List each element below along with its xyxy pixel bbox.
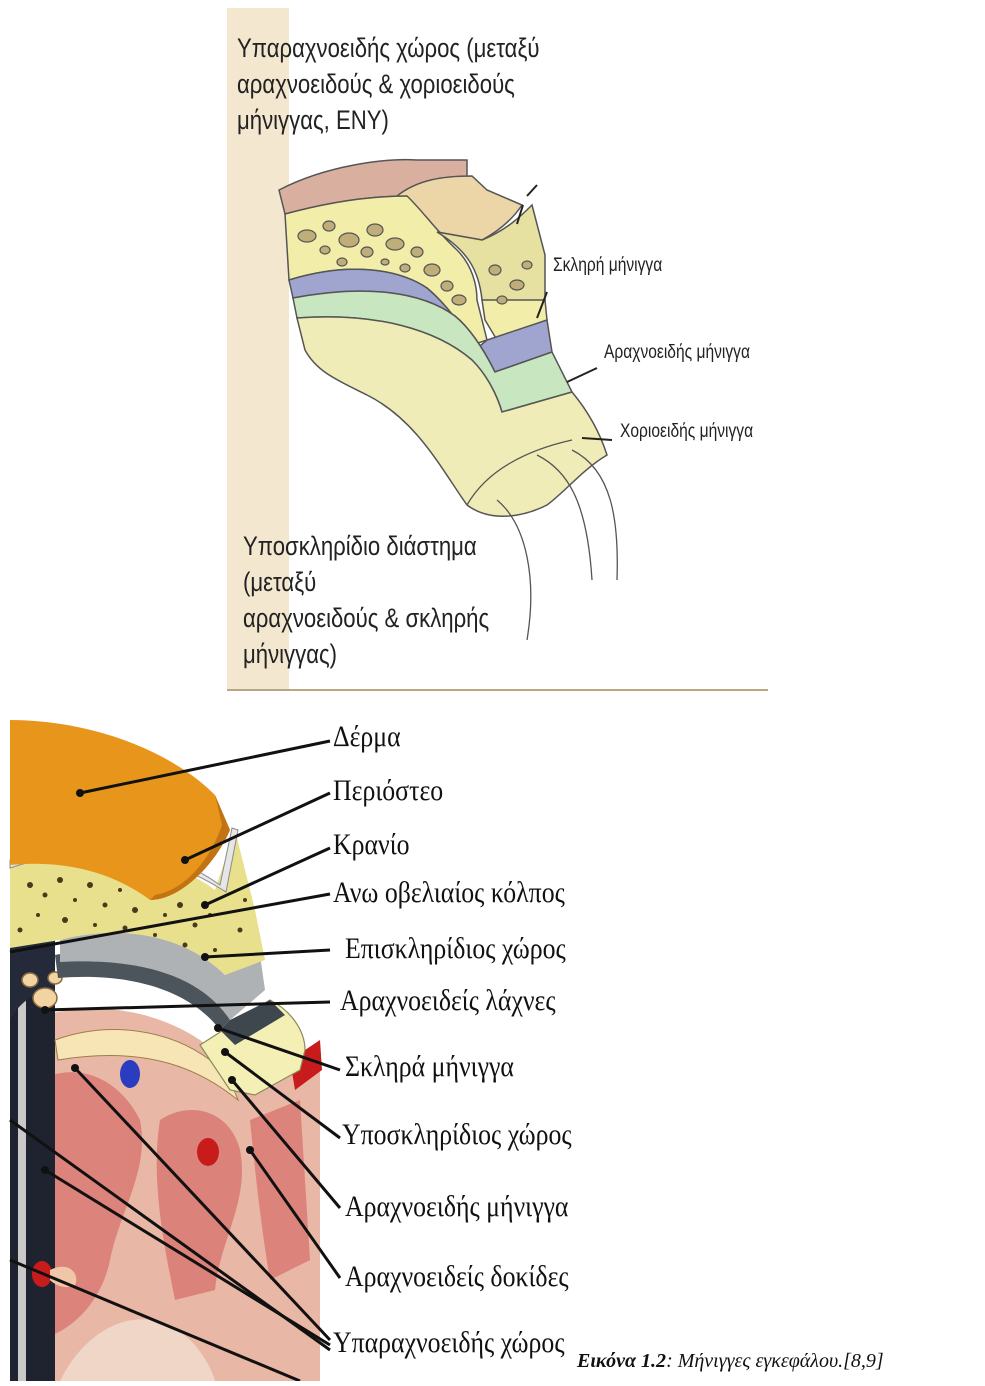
figure-caption: Εικόνα 1.2: Μήνιγγες εγκεφάλου.[8,9]: [577, 1350, 884, 1373]
label-skull: Κρανίο: [333, 828, 410, 862]
label-arachnoid-trabeculae: Αραχνοειδείς δοκίδες: [345, 1260, 569, 1294]
arachnoid-mater-label: Αραχνοειδής μήνιγγα: [604, 342, 750, 364]
dura-mater-label: Σκληρή μήνιγγα: [553, 255, 662, 277]
label-arachnoid-mater: Αραχνοειδής μήνιγγα: [345, 1190, 568, 1224]
label-arachnoid-villi: Αραχνοειδείς λάχνες: [340, 984, 556, 1018]
meninges-diagram-bottom: Δέρμα Περιόστεο Κρανίο Ανω οβελιαίος κόλ…: [0, 700, 985, 1381]
label-epidural-space: Επισκληρίδιος χώρος: [345, 932, 566, 966]
subarachnoid-space-label: Υπαραχνοειδής χώρος (μεταξύ αραχνοειδούς…: [237, 30, 540, 138]
label-dura-mater: Σκληρά μήνιγγα: [345, 1050, 514, 1084]
figure-bottom-border: [227, 689, 768, 691]
label-subarachnoid-space: Υπαραχνοειδής χώρος: [333, 1326, 565, 1360]
caption-number: Εικόνα 1.2: [577, 1350, 666, 1372]
label-subdural-space: Υποσκληρίδιος χώρος: [342, 1118, 572, 1152]
label-superior-sagittal-sinus: Ανω οβελιαίος κόλπος: [333, 876, 565, 910]
label-skin: Δέρμα: [333, 720, 401, 754]
label-periosteum: Περιόστεο: [333, 774, 443, 808]
subdural-space-label: Υποσκληρίδιο διάστημα (μεταξύ αραχνοειδο…: [243, 528, 546, 672]
caption-text: : Μήνιγγες εγκεφάλου.[8,9]: [666, 1350, 884, 1372]
pia-mater-label: Χοριοειδής μήνιγγα: [620, 421, 753, 443]
